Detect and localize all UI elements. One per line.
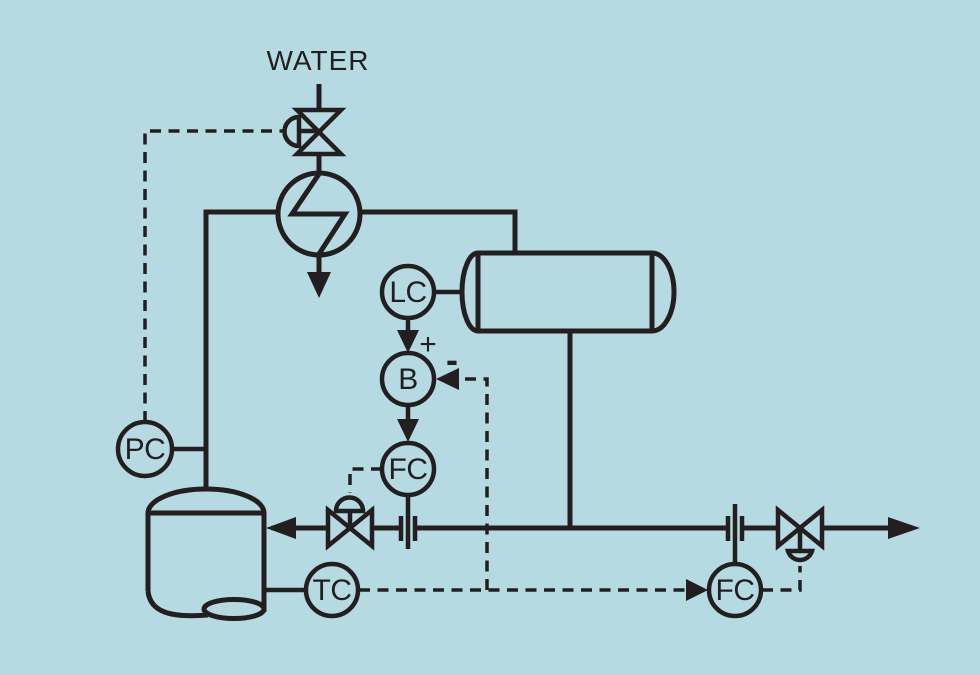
column-dome xyxy=(145,486,267,514)
product-out-arrow-icon xyxy=(888,517,920,539)
column-bottom-curve xyxy=(145,590,209,619)
tc-signal-arrow-icon xyxy=(686,579,708,601)
product-valve-icon xyxy=(796,505,825,551)
fc-to-reflux-valve-signal xyxy=(348,467,382,493)
pressure-controller-label: PC xyxy=(125,433,166,466)
product-valve-icon xyxy=(775,505,804,551)
column-vapor-line xyxy=(203,209,278,491)
reflux-into-column-arrow-icon xyxy=(266,517,296,539)
level-controller-label: LC xyxy=(389,276,426,309)
fc-to-product-valve-signal xyxy=(762,566,802,592)
product-valve-actuator-icon xyxy=(784,548,816,563)
pc-to-water-valve-signal xyxy=(143,129,284,422)
lc-to-summer-arrow-icon xyxy=(397,330,419,353)
reflux-flow-controller-label: FC xyxy=(389,453,428,486)
tc-to-summer-branch-signal xyxy=(459,377,489,590)
summer-minus-arrow-icon xyxy=(436,368,459,390)
reflux-drum-right-head xyxy=(651,250,677,334)
heat-exchanger-coil xyxy=(287,172,350,256)
water-valve-actuator-icon xyxy=(282,114,302,149)
reflux-valve-icon xyxy=(346,505,375,551)
product-flow-controller-bubble xyxy=(706,561,764,619)
summer-label: B xyxy=(398,363,418,396)
water-valve-icon xyxy=(291,128,347,157)
water-valve-icon xyxy=(291,107,347,136)
product-flow-controller-label: FC xyxy=(716,574,755,607)
condensate-line xyxy=(360,209,518,253)
temperature-controller-label: TC xyxy=(313,574,352,607)
summer-plus-sign: + xyxy=(419,328,437,361)
reflux-valve-actuator-icon xyxy=(333,495,366,514)
condenser-outlet-arrow-icon xyxy=(307,272,331,298)
reflux-valve-icon xyxy=(325,505,354,551)
column-bottom-ellipse xyxy=(201,597,267,621)
summer-minus-sign: - xyxy=(446,339,458,380)
temperature-controller-bubble xyxy=(303,561,361,619)
water-stream-label: WATER xyxy=(267,45,370,76)
summer-to-fc-arrow-icon xyxy=(397,419,419,442)
